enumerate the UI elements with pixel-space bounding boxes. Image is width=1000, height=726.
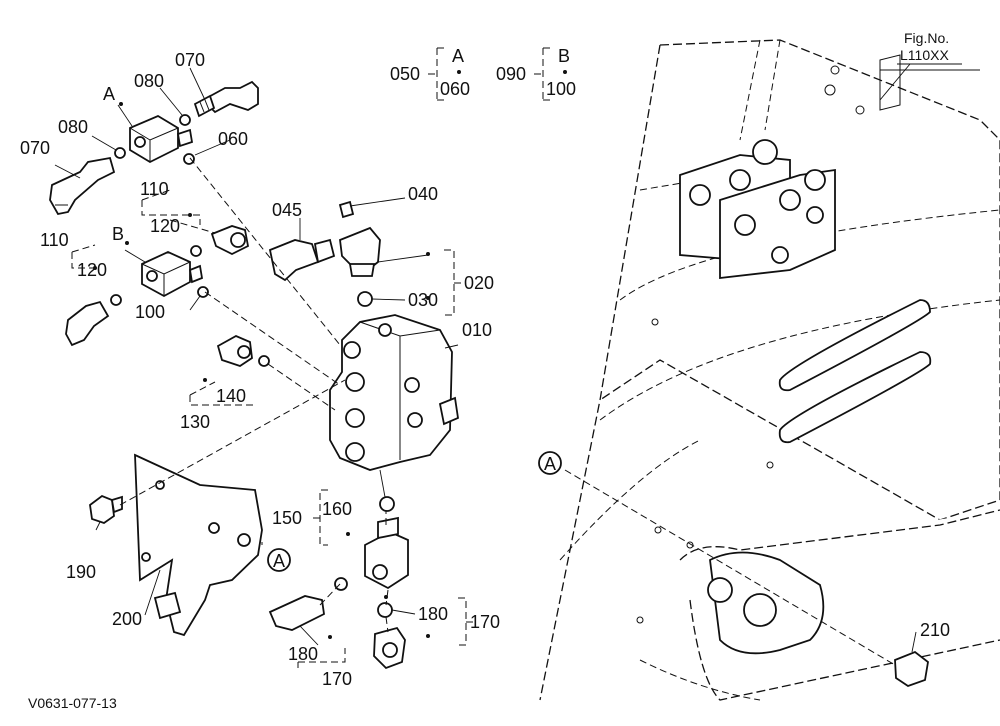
label-180-right: 180 [418, 604, 448, 624]
elbow-fitting-040 [338, 200, 381, 277]
label-120-b: 120 [77, 260, 107, 280]
label-080-top: 080 [134, 71, 164, 91]
o-ring-120-upper [190, 245, 202, 257]
plug-190 [89, 494, 123, 524]
o-ring-170-left [334, 577, 348, 591]
label-120-a: 120 [150, 216, 180, 236]
pointer-A-left: A [267, 548, 291, 572]
label-ref-B-block: B [112, 224, 124, 244]
adapter-block-A [129, 114, 194, 164]
label-130: 130 [180, 412, 210, 432]
legend-ref-B: B [558, 46, 570, 66]
label-040: 040 [408, 184, 438, 204]
o-ring-180-right [377, 602, 393, 618]
legend-item-060: 060 [440, 79, 470, 99]
o-ring-030 [357, 291, 373, 307]
label-045: 045 [272, 200, 302, 220]
label-140: 140 [216, 386, 246, 406]
svg-text:A: A [273, 551, 285, 571]
valve-body-010 [329, 314, 459, 471]
legend-group-090: 090 B 100 [496, 46, 576, 101]
connector-180-left [268, 595, 325, 631]
figure-number-tag: Fig.No. L110XX [879, 30, 962, 101]
label-020: 020 [464, 273, 494, 293]
label-170-left: 170 [322, 669, 352, 689]
elbow-fitting-120-upper [210, 225, 250, 256]
label-080-left: 080 [58, 117, 88, 137]
label-100: 100 [135, 302, 165, 322]
label-190: 190 [66, 562, 96, 582]
label-030: 030 [408, 290, 438, 310]
drawing-code: V0631-077-13 [28, 695, 117, 711]
part-labels: 070 080 A 080 070 060 110 120 B 110 120 … [20, 50, 950, 689]
o-ring-160 [379, 496, 395, 512]
label-160: 160 [322, 499, 352, 519]
o-ring-060 [183, 153, 195, 165]
fig-no-label: Fig.No. [904, 30, 949, 46]
label-010: 010 [462, 320, 492, 340]
leader-lines [54, 67, 917, 666]
label-180-left: 180 [288, 644, 318, 664]
o-ring-140 [258, 355, 270, 367]
bracket-plate-200 [134, 453, 263, 637]
o-ring-080-top [179, 114, 191, 126]
o-ring-080-left [114, 147, 126, 159]
fig-no-value: L110XX [900, 47, 949, 63]
tee-fitting-150 [364, 516, 409, 590]
label-210: 210 [920, 620, 950, 640]
label-070-top: 070 [175, 50, 205, 70]
legend-group-050: 050 A 060 [390, 46, 470, 101]
bracket-group-marks [71, 189, 474, 668]
label-ref-A-block: A [103, 84, 115, 104]
o-ring-100 [197, 286, 209, 298]
label-170-right: 170 [470, 612, 500, 632]
connector-170-right [373, 626, 406, 670]
elbow-fitting-070-top [193, 80, 259, 118]
legend-group-050-number: 050 [390, 64, 420, 84]
elbow-fitting-045 [268, 238, 336, 282]
label-060: 060 [218, 129, 248, 149]
leader-dots [93, 102, 430, 639]
label-070-left: 070 [20, 138, 50, 158]
o-ring-120-lower [110, 294, 122, 306]
label-150: 150 [272, 508, 302, 528]
elbow-fitting-070-left [49, 156, 116, 216]
adapter-block-B [141, 251, 204, 298]
label-200: 200 [112, 609, 142, 629]
svg-text:A: A [544, 454, 556, 474]
chassis-frame [539, 39, 1000, 701]
bolt-210 [894, 650, 929, 687]
legend-group-090-number: 090 [496, 64, 526, 84]
legend-item-100: 100 [546, 79, 576, 99]
label-110-a: 110 [140, 179, 169, 199]
label-110-b: 110 [40, 230, 69, 250]
pointer-A-right: A [538, 451, 562, 475]
elbow-fitting-140 [216, 334, 253, 367]
legend-ref-A: A [452, 46, 464, 66]
elbow-fitting-120-lower [65, 300, 110, 347]
